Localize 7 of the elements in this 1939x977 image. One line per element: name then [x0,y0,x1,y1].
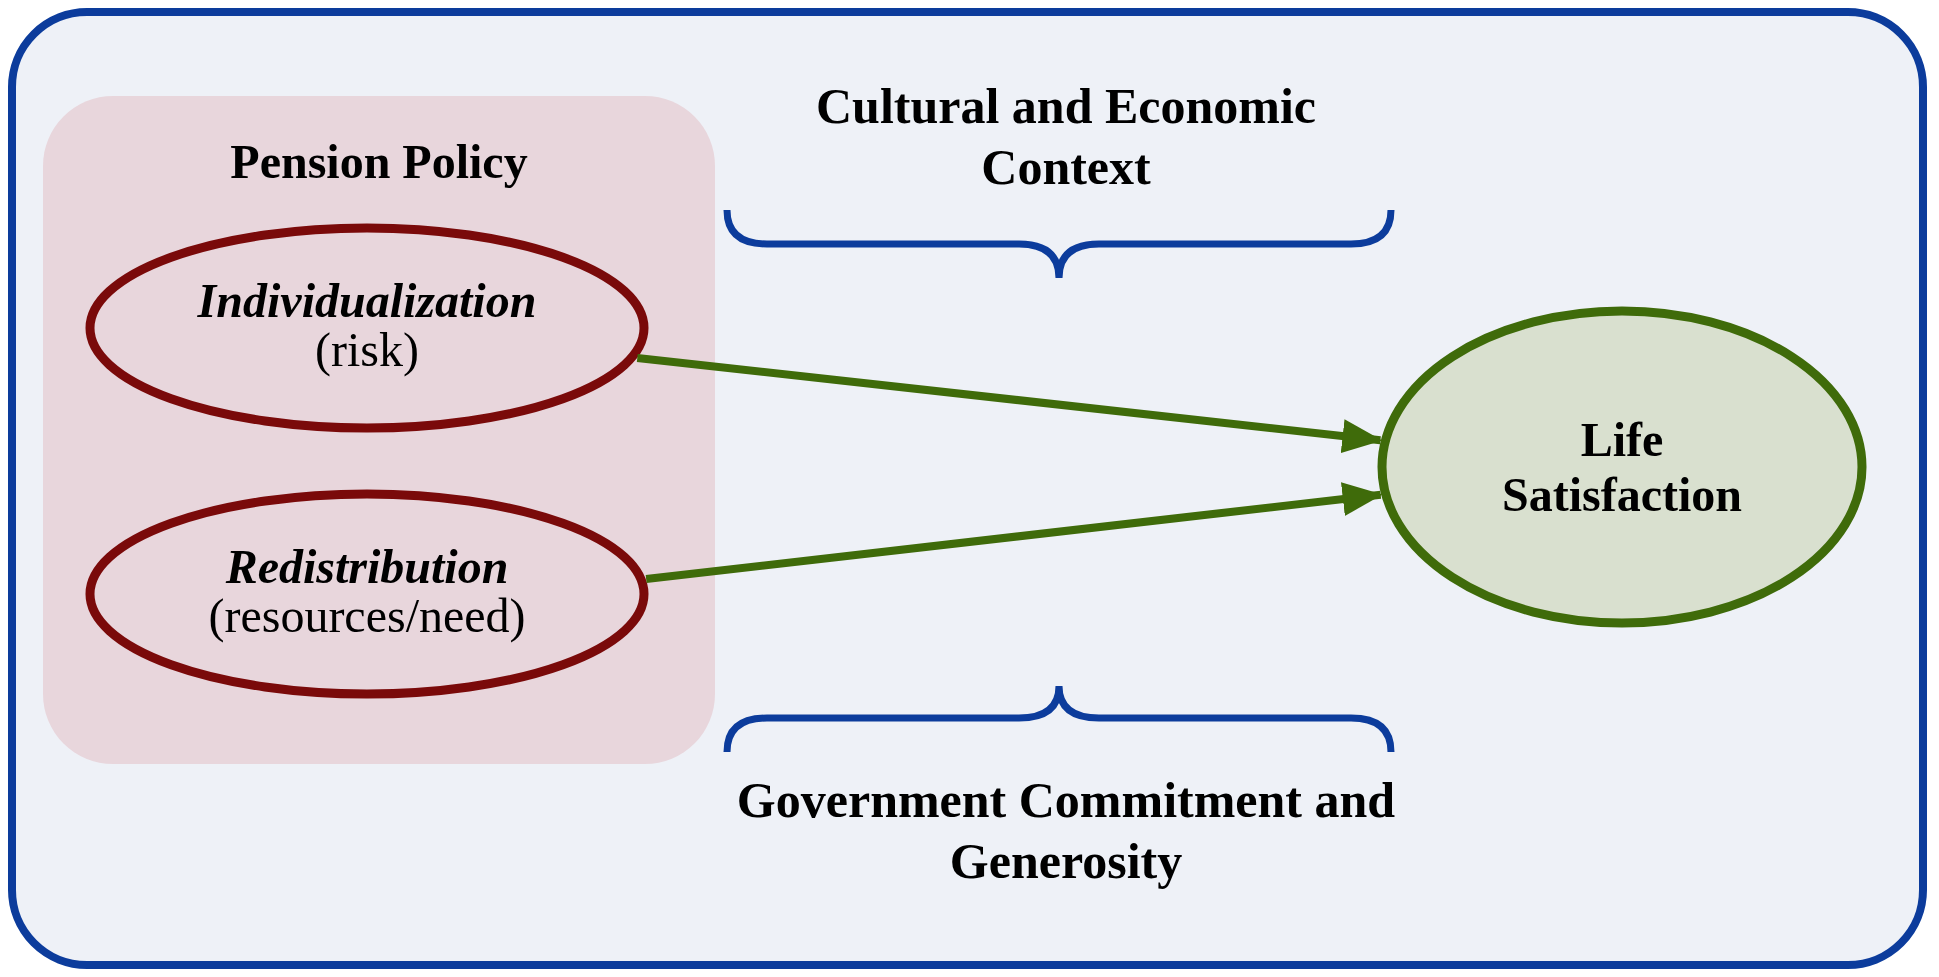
context-label: Government Commitment and Generosity [735,771,1397,891]
group-panel [43,96,715,764]
arrow [645,482,1383,584]
panel-title: Pension Policy [230,134,528,190]
node-title: Life Satisfaction [1501,411,1743,523]
context-label: Cultural and Economic Context [814,77,1318,197]
arrow [636,353,1383,453]
